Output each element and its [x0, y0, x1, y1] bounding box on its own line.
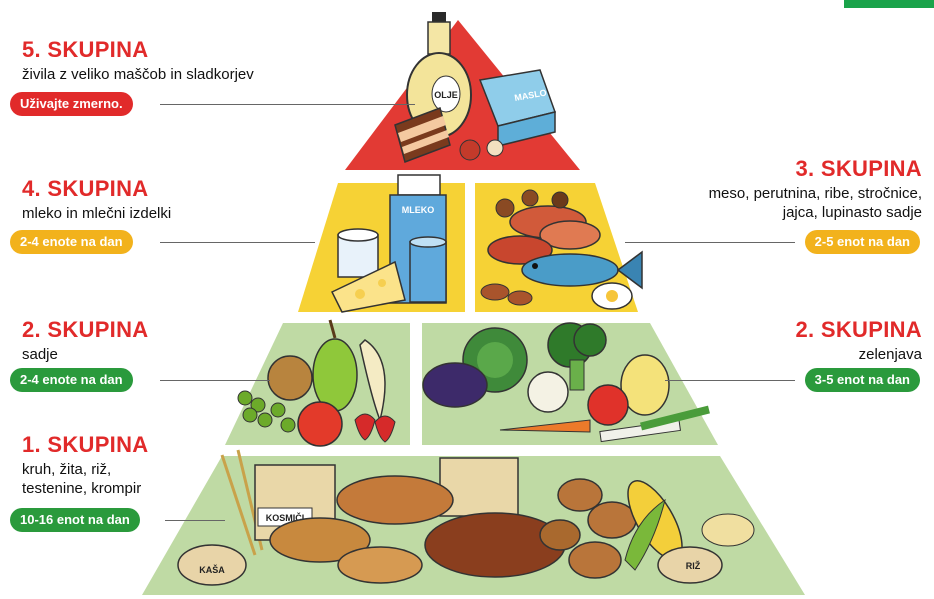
- group-4-leader-line: [160, 242, 315, 243]
- group-2-fruit-serving-pill: 2-4 enote na dan: [10, 368, 133, 392]
- group-2-fruit-title: 2. SKUPINA: [22, 317, 149, 342]
- eggplant-icon: [422, 362, 488, 408]
- group-4-serving-pill: 2-4 enote na dan: [10, 230, 133, 254]
- bread-box-icon: [439, 457, 519, 517]
- tomato-icon: [587, 384, 629, 426]
- group-1-leader-line: [165, 520, 225, 521]
- meat-icon: [487, 205, 601, 265]
- group-3-description-line-2: jajca, lupinasto sadje: [782, 204, 922, 221]
- svg-text:OLJE: OLJE: [434, 90, 458, 100]
- group-5-title: 5. SKUPINA: [22, 37, 149, 62]
- candy-icon: [486, 139, 504, 157]
- group-2-vegetables-serving-pill: 3-5 enot na dan: [804, 368, 920, 392]
- group-2-fruit-leader-line: [160, 380, 270, 381]
- pepper-icon: [620, 354, 670, 416]
- group-5-serving-pill: Uživajte zmerno.: [10, 92, 133, 116]
- group-3-label: 3. SKUPINA meso, perutnina, ribe, stročn…: [709, 157, 922, 222]
- group-1-title: 1. SKUPINA: [22, 432, 149, 457]
- group-2-vegetables-label: 2. SKUPINA zelenjava: [796, 318, 922, 364]
- group-5-leader-line: [160, 104, 415, 105]
- group-3-leader-line: [625, 242, 795, 243]
- oil-bottle-icon: OLJE: [406, 12, 472, 138]
- yogurt-cup-icon: [409, 236, 447, 303]
- rice-bowl-icon: RIŽ: [657, 546, 723, 584]
- potato-icon: [539, 478, 637, 579]
- group-2-vegetables-leader-line: [665, 380, 795, 381]
- apple-icon: [297, 401, 343, 447]
- strawberry-icon: [354, 413, 396, 443]
- group-1-description-line-1: kruh, žita, riž,: [22, 461, 112, 478]
- yogurt-cup-icon: [337, 228, 379, 278]
- group-1-description-line-2: testenine, krompir: [22, 480, 142, 497]
- brand-logo-strip: [844, 0, 934, 8]
- group-3-description-line-1: meso, perutnina, ribe, stročnice,: [708, 185, 922, 202]
- bread-icon: [269, 475, 566, 584]
- pasta-icon: [701, 513, 755, 547]
- group-3-serving-pill: 2-5 enot na dan: [804, 230, 920, 254]
- svg-text:MLEKO: MLEKO: [402, 205, 435, 215]
- nuts-icon: [495, 189, 569, 218]
- broccoli-icon: [547, 322, 607, 391]
- butter-box-icon: MASLO: [478, 69, 556, 147]
- group-2-fruit-label: 2. SKUPINA sadje: [22, 318, 148, 364]
- porridge-bowl-icon: KAŠA: [177, 544, 247, 586]
- group-2-vegetables-description: zelenjava: [858, 346, 922, 363]
- walnut-icon: [267, 355, 313, 401]
- group-5-description: živila z veliko maščob in sladkorjev: [22, 66, 254, 83]
- group-2-vegetables-title: 2. SKUPINA: [795, 317, 922, 342]
- fish-icon: [521, 250, 643, 290]
- group-3-title: 3. SKUPINA: [795, 156, 922, 181]
- egg-icon: [591, 282, 633, 310]
- group-1-label: 1. SKUPINA kruh, žita, riž, testenine, k…: [22, 433, 148, 498]
- group-1-serving-pill: 10-16 enot na dan: [10, 508, 140, 532]
- svg-text:RIŽ: RIŽ: [686, 560, 701, 571]
- group-5-label: 5. SKUPINA živila z veliko maščob in sla…: [22, 38, 254, 84]
- group-4-description: mleko in mlečni izdelki: [22, 205, 172, 222]
- grapes-icon: [237, 390, 296, 433]
- svg-text:KOSMIČI: KOSMIČI: [266, 512, 305, 523]
- candy-icon: [459, 139, 481, 161]
- beans-icon: [480, 283, 533, 306]
- leek-icon: [599, 405, 710, 443]
- cauliflower-icon: [527, 371, 569, 413]
- group-4-title: 4. SKUPINA: [22, 176, 149, 201]
- cheese-icon: [330, 260, 406, 313]
- cake-icon: [394, 107, 451, 163]
- svg-text:KAŠA: KAŠA: [199, 564, 225, 575]
- carrot-icon: [499, 419, 591, 433]
- group-4-label: 4. SKUPINA mleko in mlečni izdelki: [22, 177, 171, 223]
- group-2-fruit-description: sadje: [22, 346, 58, 363]
